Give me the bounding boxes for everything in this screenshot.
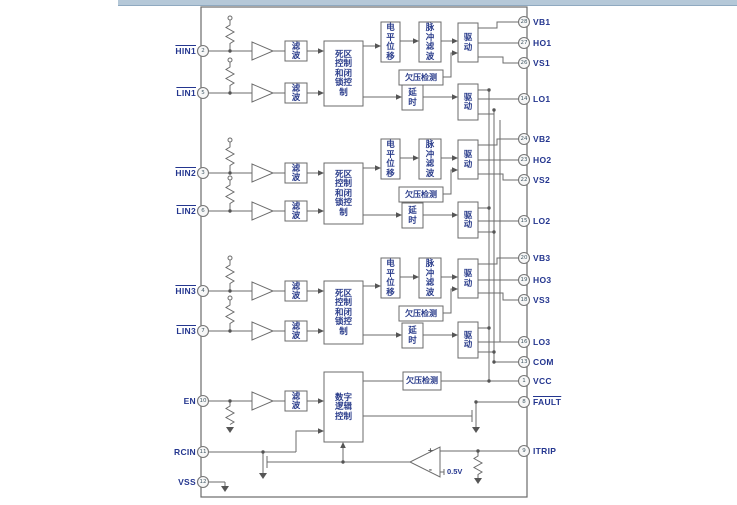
itrip-comparator — [408, 446, 441, 478]
pin-number: 1 — [522, 378, 526, 384]
pullup-terminals — [227, 15, 233, 301]
pin-number: 22 — [520, 177, 528, 183]
function-blocks — [284, 21, 479, 443]
filter-block-label: 滤 波 — [291, 82, 301, 102]
pin-number: 4 — [201, 288, 205, 294]
pulse-filter-block-label: 脉 冲 滤 波 — [425, 139, 435, 178]
deadtime-block-label: 死区 控制 和闭 锁控 制 — [334, 48, 352, 97]
deadtime-block-label: 死区 控制 和闭 锁控 制 — [334, 168, 352, 217]
pin-label-ho2: HO2 — [533, 155, 552, 165]
pin-label-vs3: VS3 — [533, 295, 550, 305]
pin-circles — [196, 15, 531, 489]
filter-block-label: 滤 波 — [291, 40, 301, 60]
pin-label-lo1: LO1 — [533, 94, 551, 104]
delay-block-label: 延 时 — [408, 87, 417, 107]
pin-number: 28 — [520, 19, 528, 25]
pin-number: 3 — [201, 170, 205, 176]
pin-label-vb1: VB1 — [533, 17, 551, 27]
pin-number: 13 — [520, 359, 528, 365]
pin-number: 20 — [520, 255, 528, 261]
pin-label-en: EN — [183, 396, 196, 406]
pulse-filter-block-label: 脉 冲 滤 波 — [425, 22, 435, 61]
deadtime-block-label: 死区 控制 和闭 锁控 制 — [334, 287, 352, 336]
pin-label-hin1: HIN1 — [175, 46, 196, 56]
pin-number: 2 — [201, 48, 205, 54]
pulse-filter-block-label: 脉 冲 滤 波 — [425, 258, 435, 297]
pin-number: 5 — [201, 90, 205, 96]
pin-number: 24 — [520, 136, 528, 142]
pin-label-ho1: HO1 — [533, 38, 552, 48]
pin-label-vb3: VB3 — [533, 253, 551, 263]
pin-number: 9 — [522, 448, 526, 454]
pin-number: 18 — [520, 297, 528, 303]
filter-block-label: 滤 波 — [291, 280, 301, 300]
reference-voltage-label: 0.5V — [447, 467, 463, 476]
pin-label-lo2: LO2 — [533, 216, 551, 226]
filter-block-label: 滤 波 — [291, 390, 301, 410]
pin-label-vb2: VB2 — [533, 134, 551, 144]
level-shift-block-label: 电 平 位 移 — [386, 22, 395, 61]
pin-label-ho3: HO3 — [533, 275, 552, 285]
arrowheads — [318, 38, 458, 448]
driver-block-label: 驱 动 — [463, 149, 473, 169]
pin-label-vs2: VS2 — [533, 175, 550, 185]
junction-dots — [228, 49, 496, 464]
pin-label-rcin: RCIN — [174, 447, 196, 457]
filter-block-label: 滤 波 — [291, 320, 301, 340]
pin-number: 15 — [520, 218, 528, 224]
driver-block-label: 驱 动 — [463, 329, 473, 349]
ground-symbols — [221, 427, 482, 492]
pin-label-lin2: LIN2 — [176, 206, 196, 216]
delay-block-label: 延 时 — [408, 325, 417, 345]
pin-label-lin1: LIN1 — [176, 88, 196, 98]
pin-number: 16 — [520, 339, 528, 345]
pin-number: 10 — [199, 398, 207, 404]
pin-label-com: COM — [533, 357, 554, 367]
pin-label-itrip: ITRIP — [533, 446, 557, 456]
filter-block-label: 滤 波 — [291, 162, 301, 182]
driver-block-label: 驱 动 — [463, 268, 473, 288]
driver-block-label: 驱 动 — [463, 209, 473, 229]
pin-number: 6 — [201, 208, 205, 214]
uv-detect-block-label: 欠压检测 — [405, 189, 437, 199]
pin-number: 11 — [199, 449, 207, 455]
uv-detect-block-label: 欠压检测 — [405, 308, 437, 318]
pin-label-vs1: VS1 — [533, 58, 550, 68]
pin-label-lo3: LO3 — [533, 337, 551, 347]
comparator-plus-sign: + — [428, 446, 433, 455]
level-shift-block-label: 电 平 位 移 — [386, 139, 395, 178]
driver-block-label: 驱 动 — [463, 32, 473, 52]
pin-label-vcc: VCC — [533, 376, 552, 386]
pin-label-vss: VSS — [178, 477, 196, 487]
driver-block-label: 驱 动 — [463, 91, 473, 111]
pin-number: 8 — [522, 399, 526, 405]
pin-number: 26 — [520, 60, 528, 66]
delay-block-label: 延 时 — [408, 205, 417, 225]
pin-number: 19 — [520, 277, 528, 283]
pin-label-hin3: HIN3 — [175, 286, 196, 296]
level-shift-block-label: 电 平 位 移 — [386, 258, 395, 297]
uv-detect-block-label: 欠压检测 — [406, 376, 438, 386]
wiring — [202, 20, 518, 486]
pin-label-lin3: LIN3 — [176, 326, 196, 336]
filter-block-label: 滤 波 — [291, 200, 301, 220]
ic-boundary — [200, 6, 528, 498]
comparator-minus-sign: - — [428, 465, 433, 474]
pin-label-hin2: HIN2 — [175, 168, 196, 178]
page-top-band — [118, 0, 737, 6]
pin-number: 23 — [520, 157, 528, 163]
pin-label-fault: FAULT — [533, 397, 562, 407]
pin-number: 7 — [201, 328, 205, 334]
pin-number: 27 — [520, 40, 528, 46]
pin-number: 14 — [520, 96, 528, 102]
digital-logic-block-label: 数字 逻辑 控制 — [334, 391, 352, 421]
uv-detect-block-label: 欠压检测 — [405, 72, 437, 82]
pin-number: 12 — [199, 479, 207, 485]
buffers — [251, 41, 441, 478]
